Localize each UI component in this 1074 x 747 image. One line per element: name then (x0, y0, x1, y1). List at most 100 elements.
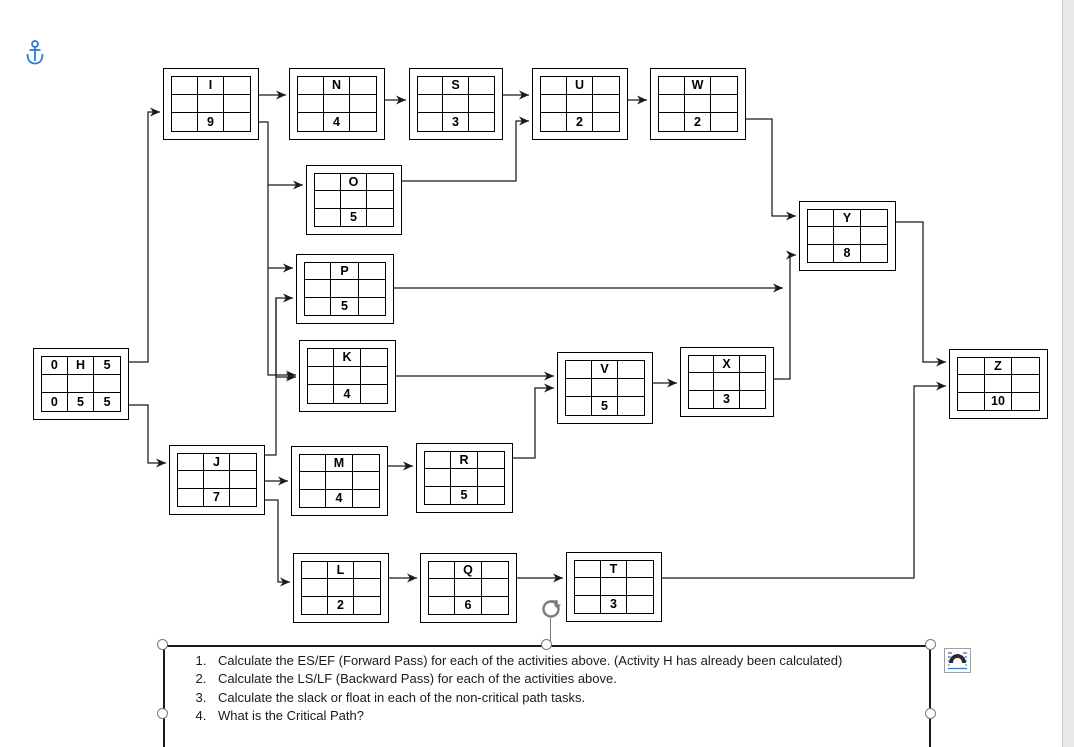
node-cell-ls (297, 113, 324, 132)
node-cell-mid-center (331, 280, 359, 298)
layout-options-button[interactable] (944, 648, 971, 673)
node-cell-ef (354, 561, 381, 579)
resize-handle-middle-left[interactable] (157, 708, 168, 719)
page-gutter (1064, 0, 1074, 747)
node-cell-ef (740, 355, 766, 373)
node-cell-mid-right (478, 469, 505, 487)
node-cell-mid-center (714, 373, 740, 391)
resize-handle-top-center[interactable] (541, 639, 552, 650)
node-cell-duration: 3 (714, 391, 740, 409)
node-cell-duration: 4 (323, 113, 351, 132)
node-cell-es (428, 561, 455, 579)
resize-handle-middle-right[interactable] (925, 708, 936, 719)
node-cell-mid-left (688, 373, 714, 391)
rotate-handle-icon[interactable] (540, 598, 562, 620)
node-cell-ef (353, 454, 380, 472)
node-cell-activity: X (714, 355, 740, 373)
node-cell-mid-right (711, 94, 738, 114)
node-cell-es (688, 355, 714, 373)
resize-handle-top-right[interactable] (925, 639, 936, 650)
node-cell-mid-left (424, 469, 451, 487)
node-cell-es (297, 76, 324, 95)
node-cell-ls (428, 597, 455, 615)
node-cell-ls (540, 113, 567, 132)
node-cell-ls (417, 113, 443, 132)
node-cell-ls (574, 596, 601, 614)
node-cell-lf (224, 113, 251, 132)
node-cell-mid-center (334, 366, 361, 386)
node-cell-activity: R (451, 451, 478, 469)
node-cell-duration: 7 (203, 489, 231, 507)
task-item: Calculate the ES/EF (Forward Pass) for e… (210, 652, 950, 670)
node-cell-lf (358, 298, 386, 316)
node-cell-lf (353, 490, 380, 508)
node-cell-ef (861, 209, 888, 227)
node-cell-activity: W (684, 76, 712, 95)
node-cell-duration: 5 (451, 487, 478, 505)
node-cell-lf (482, 597, 509, 615)
node-cell-ef (358, 262, 386, 280)
node-cell-activity: S (443, 76, 469, 95)
node-cell-mid-right (627, 578, 654, 596)
node-cell-mid-left (297, 94, 324, 114)
node-cell-es (424, 451, 451, 469)
node-cell-mid-right (618, 378, 645, 398)
task-item: Calculate the slack or float in each of … (210, 689, 950, 707)
task-list: Calculate the ES/EF (Forward Pass) for e… (163, 652, 950, 726)
node-cell-mid-right (861, 227, 888, 245)
node-cell-ls (424, 487, 451, 505)
node-cell-lf (361, 385, 388, 404)
node-cell-ls (314, 209, 341, 227)
node-cell-es (807, 209, 834, 227)
node-cell-lf (478, 487, 505, 505)
node-cell-activity: U (566, 76, 594, 95)
anchor-icon[interactable] (24, 40, 46, 66)
node-cell-mid-center (591, 378, 619, 398)
node-cell-es: 0 (41, 356, 68, 375)
node-cell-lf (469, 113, 495, 132)
node-cell-mid-right (94, 374, 121, 394)
node-cell-duration: 4 (334, 385, 361, 404)
node-cell-activity: N (323, 76, 351, 95)
node-cell-duration: 8 (834, 245, 861, 263)
selected-text-block[interactable]: Calculate the ES/EF (Forward Pass) for e… (157, 639, 936, 747)
node-cell-ef: 5 (94, 356, 121, 375)
node-cell-ef (361, 348, 388, 367)
resize-handle-top-left[interactable] (157, 639, 168, 650)
node-cell-mid-center (197, 94, 225, 114)
node-cell-es (304, 262, 332, 280)
node-cell-lf: 5 (94, 393, 121, 412)
node-cell-mid-left (807, 227, 834, 245)
node-cell-es (957, 357, 985, 375)
node-cell-mid-center (684, 94, 712, 114)
node-cell-mid-left (299, 472, 326, 490)
